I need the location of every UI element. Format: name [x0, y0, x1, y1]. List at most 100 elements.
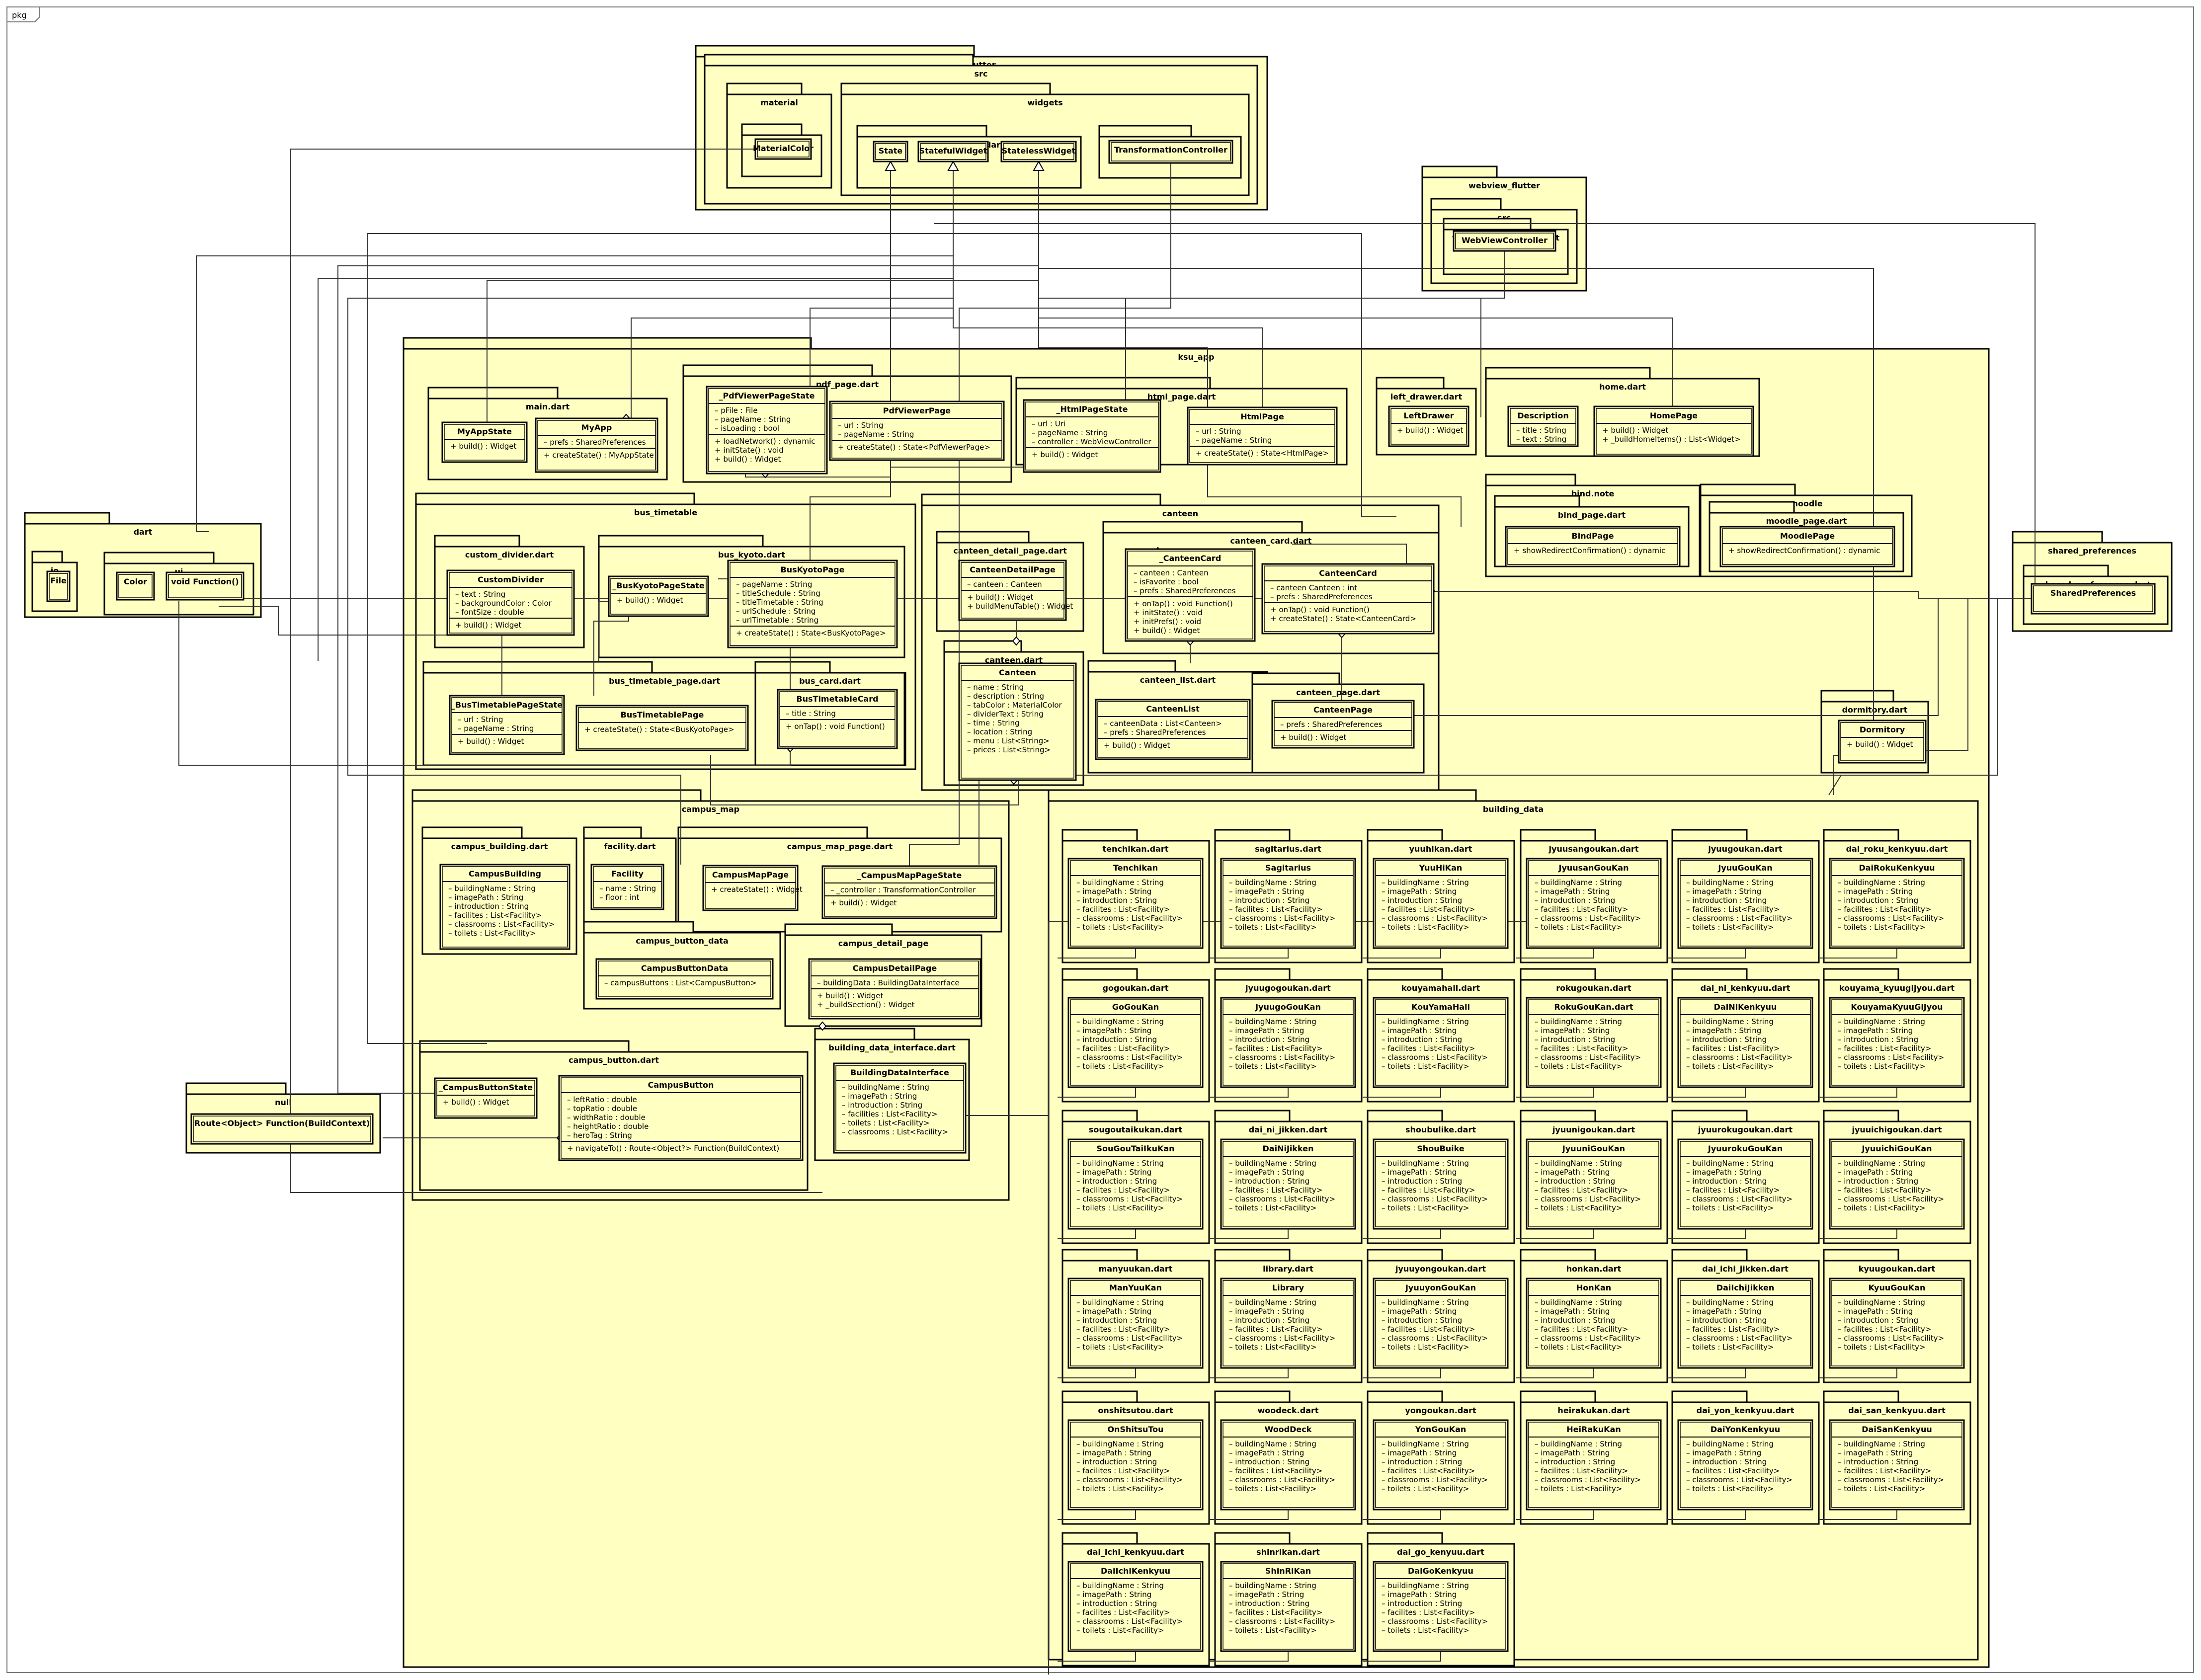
class-member: + createState() : MyAppState [544, 451, 654, 460]
class-member: – imagePath : String [1382, 1026, 1457, 1035]
class-member: – imagePath : String [1535, 1026, 1610, 1035]
class-member: – facilites : List<Facility> [1535, 1466, 1628, 1475]
class-member: – isFavorite : bool [1134, 577, 1199, 586]
class-member: – buildingName : String [1686, 1298, 1774, 1307]
class-state: State [873, 141, 908, 162]
package-name: kouyama_kyuugijyou.dart [1839, 983, 1955, 993]
class-member: – toilets : List<Facility> [448, 929, 536, 938]
class-name: _PdfViewerPageState [719, 391, 815, 400]
class-member: + build() : Widget [817, 991, 883, 1000]
package-name: dai_ni_jikken.dart [1249, 1125, 1328, 1134]
class-building: DaiSanKenkyuu– buildingName : String– im… [1829, 1419, 1965, 1511]
class-member: – toilets : List<Facility> [1229, 1484, 1316, 1493]
class-member: – imagePath : String [1382, 1168, 1457, 1177]
class-name: JyuuniGouKan [1562, 1144, 1625, 1153]
class-member: – imagePath : String [1229, 887, 1304, 896]
class-canteenlist: CanteenList– canteenData : List<Canteen>… [1095, 699, 1251, 760]
class-member: – facilites : List<Facility> [1229, 1466, 1322, 1475]
class-member: – buildingName : String [1229, 878, 1316, 887]
class-pdfviewerpage: PdfViewerPage– url : String– pageName : … [829, 400, 1005, 461]
package-name: bus_timetable_page.dart [609, 676, 720, 686]
class-member: – facilites : List<Facility> [1838, 905, 1931, 914]
class-transformationcontroller: TransformationController [1108, 140, 1233, 164]
class-member: – introduction : String [1686, 1177, 1767, 1186]
class-member: + showRedirectConfirmation() : dynamic [1728, 546, 1880, 555]
class-building: DaiYonKenkyuu– buildingName : String– im… [1677, 1419, 1813, 1511]
package-name: campus_map_page.dart [787, 842, 893, 851]
package-name: tenchikan.dart [1103, 844, 1169, 854]
class-member: – url : String [838, 421, 883, 430]
class-name: Color [124, 577, 147, 586]
class-member: – imagePath : String [1838, 1026, 1913, 1035]
class-member: – introduction : String [1686, 1035, 1767, 1044]
class-member: – buildingName : String [1535, 1298, 1622, 1307]
class-building: HeiRakuKan– buildingName : String– image… [1526, 1419, 1662, 1511]
package-name: moodle_page.dart [1766, 516, 1847, 526]
class-member: – introduction : String [1229, 896, 1309, 905]
class-member: – facilites : List<Facility> [1535, 1325, 1628, 1334]
class-member: – toilets : List<Facility> [1076, 1203, 1164, 1212]
class-member: – buildingName : String [1838, 1440, 1925, 1448]
class-member: – buildingName : String [1686, 878, 1774, 887]
class-name: _HtmlPageState [1056, 404, 1128, 414]
class-member: – prefs : SharedPreferences [1270, 592, 1373, 601]
class-member: – text : String [455, 590, 505, 599]
class-member: – toilets : List<Facility> [1076, 1484, 1164, 1493]
class-buskyotopage: BusKyotoPage– pageName : String– titleSc… [727, 560, 898, 648]
class-building: WoodDeck– buildingName : String– imagePa… [1220, 1419, 1356, 1511]
class-member: – introduction : String [1229, 1035, 1309, 1044]
class-name: State [879, 146, 903, 156]
class-member: + build() : Widget [1134, 626, 1200, 635]
package-name: woodeck.dart [1257, 1406, 1318, 1415]
class-name: DaiRokuKenkyuu [1859, 863, 1935, 873]
class-bustimetablepagestate: _BusTimetablePageState– url : String– pa… [449, 695, 565, 755]
class-member: – buildingName : String [1382, 1581, 1469, 1590]
class-member: – classrooms : List<Facility> [1076, 1617, 1183, 1626]
realization-connector [1819, 948, 1897, 959]
class-member: – facilites : List<Facility> [1382, 905, 1475, 914]
package-name: dormitory.dart [1842, 705, 1908, 715]
package-name: honkan.dart [1566, 1264, 1622, 1274]
class-member: – buildingName : String [1076, 1159, 1164, 1168]
class-name: Sagitarius [1265, 863, 1311, 873]
class-member: – facilites : List<Facility> [1382, 1608, 1475, 1617]
class-member: – tabColor : MaterialColor [967, 701, 1062, 710]
package-name: kyuugoukan.dart [1859, 1264, 1936, 1274]
class-member: – introduction : String [1686, 1457, 1767, 1466]
class-member: – imagePath : String [1229, 1307, 1304, 1316]
class-buskyotopagestate: _BusKyotoPageState+ build() : Widget [608, 575, 709, 617]
class-member: – classrooms : List<Facility> [1382, 914, 1488, 923]
class-member: – imagePath : String [1686, 887, 1761, 896]
class-member: – classrooms : List<Facility> [1686, 914, 1793, 923]
generalization-arrowhead [947, 160, 959, 171]
class-building: KyuuGouKan– buildingName : String– image… [1829, 1278, 1965, 1369]
class-name: CustomDivider [478, 575, 544, 584]
class-member: – toilets : List<Facility> [1382, 1343, 1469, 1352]
class-member: – titleSchedule : String [736, 589, 820, 598]
class-name: MyAppState [457, 427, 512, 436]
class-file: File [46, 570, 71, 602]
package-name: home.dart [1599, 382, 1646, 392]
class-name: _CampusMapPageState [857, 871, 962, 880]
class-color: Color [116, 571, 155, 601]
class-member: – classrooms : List<Facility> [1838, 1475, 1944, 1484]
class-member: – imagePath : String [1838, 1307, 1913, 1316]
class-member: – canteen Canteen : int [1270, 583, 1357, 592]
class-member: – pageName : String [458, 724, 534, 733]
package-name: ksu_app [1178, 352, 1214, 362]
class-member: – titleTimetable : String [736, 598, 823, 607]
class-member: – buildingName : String [1535, 878, 1622, 887]
class-member: – toilets : List<Facility> [1382, 923, 1469, 932]
class-member: – toilets : List<Facility> [1686, 923, 1774, 932]
realization-connector [1819, 1229, 1897, 1239]
class-member: + initState() : void [1134, 608, 1203, 617]
class-name: OnShitsuTou [1107, 1425, 1163, 1434]
class-name: CanteenDetailPage [970, 565, 1056, 574]
realization-connector [1210, 1368, 1289, 1378]
class-name: _CampusButtonState [439, 1083, 533, 1092]
class-member: – canteenData : List<Canteen> [1104, 719, 1222, 728]
class-member: – introduction : String [1838, 1177, 1918, 1186]
class-building: DaiNiKenkyuu– buildingName : String– ima… [1677, 997, 1813, 1088]
class-member: – imagePath : String [842, 1092, 917, 1101]
class-name: StatelessWidget [1002, 146, 1076, 156]
